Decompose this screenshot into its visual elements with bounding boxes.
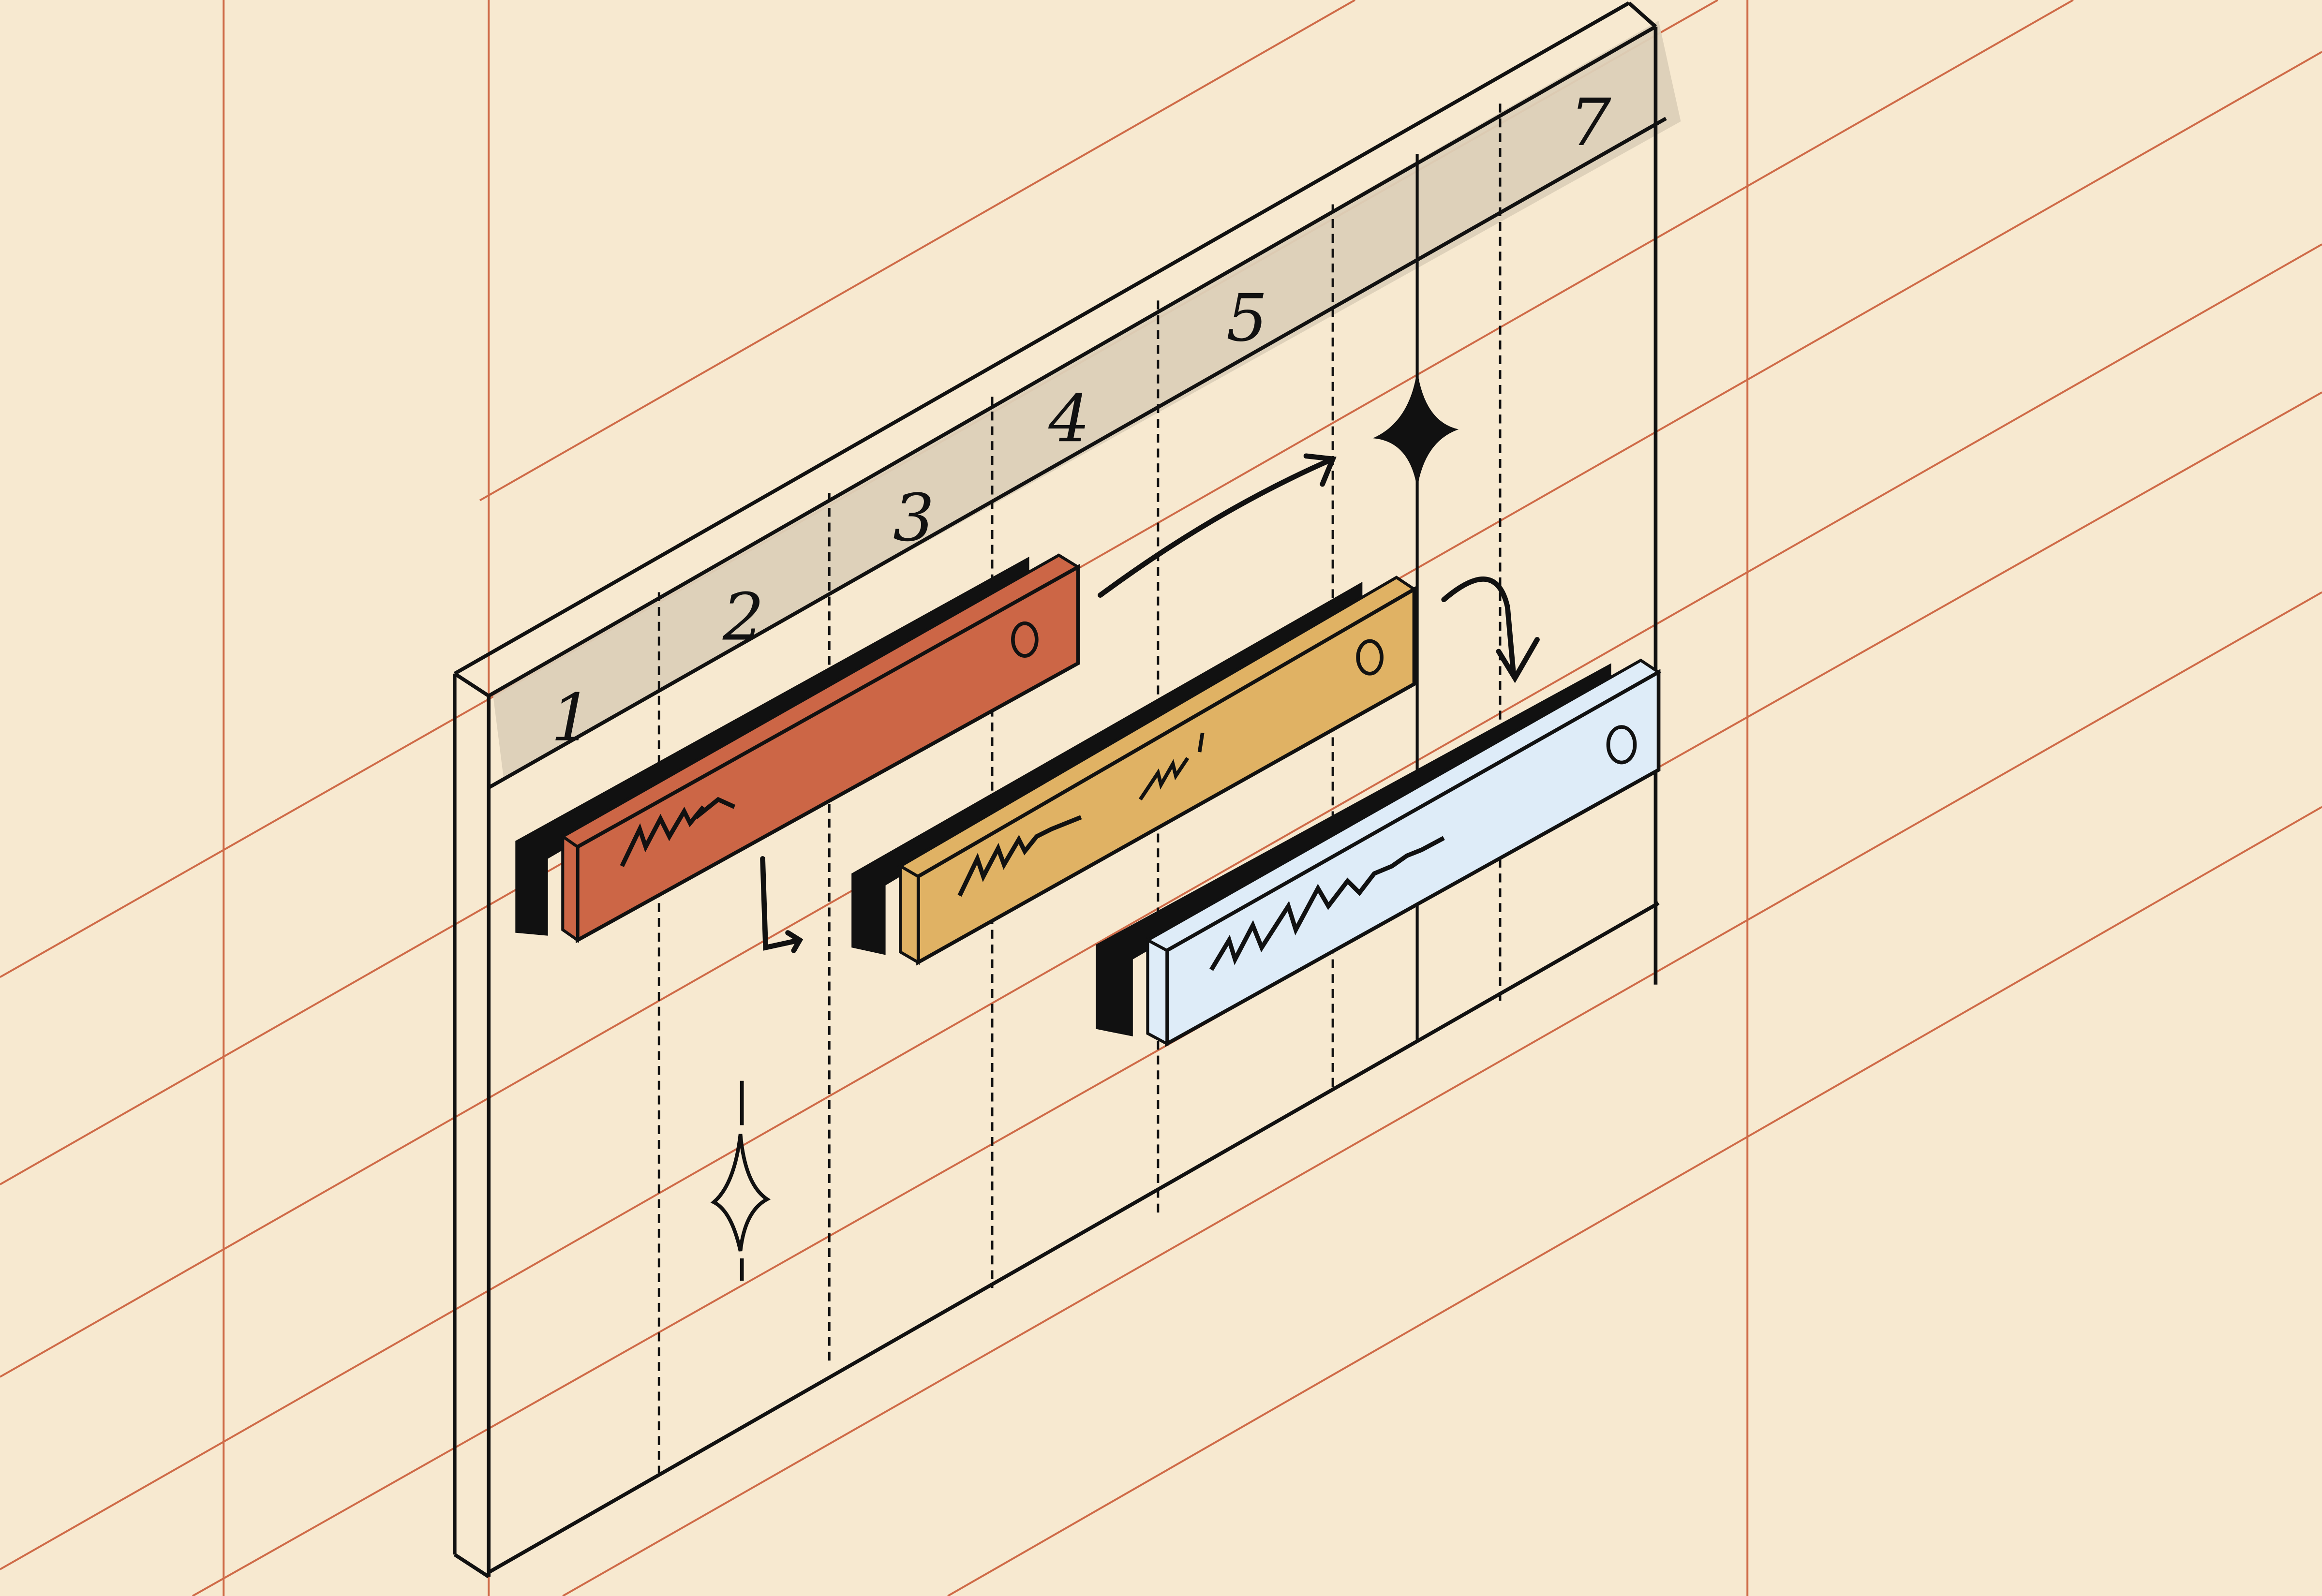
column-label-5: 5: [1226, 280, 1268, 356]
sparkle-outline-icon: [710, 1080, 771, 1281]
person-badge-icon: [1606, 725, 1637, 765]
dependency-arrows: [760, 453, 1540, 953]
arrow-down-icon: [1496, 637, 1540, 683]
person-badge-icon: [1356, 639, 1384, 676]
scribble-text: [1209, 836, 1445, 971]
task-bar-yellow[interactable]: [851, 576, 1417, 966]
header-labels: 1 2 3 4 5 7: [551, 85, 1611, 756]
column-label-2: 2: [722, 579, 764, 655]
scribble-text: [957, 815, 1082, 897]
header-band: [493, 20, 1681, 778]
column-label-1: 1: [551, 680, 593, 756]
column-label-4: 4: [1048, 381, 1090, 457]
scribble-text: [620, 797, 736, 867]
arrow-right-icon: [1303, 453, 1337, 487]
task-bar-red[interactable]: [515, 553, 1081, 944]
arrow-down-icon: [1441, 576, 1516, 677]
column-label-7: 7: [1570, 85, 1611, 161]
scribble-text: [1138, 757, 1190, 801]
column-label-3: 3: [893, 480, 935, 556]
arrow-right-icon: [1098, 456, 1336, 598]
task-bar-blue[interactable]: [1096, 658, 1662, 1047]
arrow-down-right-icon: [760, 856, 803, 951]
sparkle-icon: [1372, 370, 1459, 489]
board-frame: [452, 1, 1667, 1579]
person-badge-icon: [1011, 621, 1039, 658]
